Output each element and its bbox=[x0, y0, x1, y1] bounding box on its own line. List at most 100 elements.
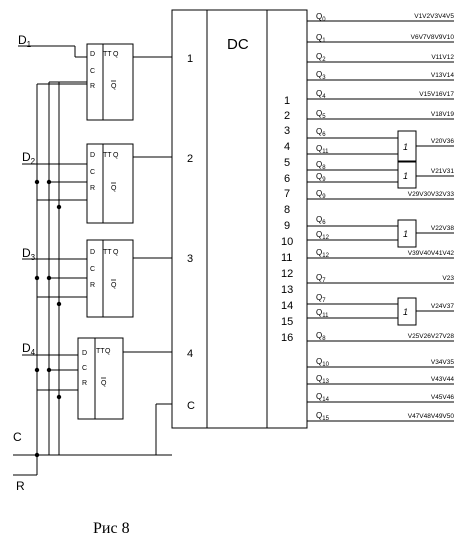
ff4-c-pin: C bbox=[82, 365, 87, 372]
decoder-out-1: 1 bbox=[284, 95, 290, 107]
decoder-out-12: 12 bbox=[281, 268, 293, 280]
flipflop-3: D TT Q C R Q bbox=[90, 249, 119, 289]
d3-label: D3 bbox=[22, 246, 36, 262]
or-gate-symbol: 1 bbox=[403, 142, 408, 152]
decoder-out-14: 14 bbox=[281, 300, 293, 312]
signal-label: V1V2V3V4V5 bbox=[414, 13, 454, 20]
decoder-out-11: 11 bbox=[281, 252, 292, 264]
ff2-tt-pin: TT bbox=[103, 152, 112, 159]
q-label: Q12 bbox=[316, 248, 330, 259]
flipflop-4: D TT Q C R Q bbox=[82, 348, 111, 387]
decoder-out-9: 9 bbox=[284, 220, 290, 232]
decoder-box bbox=[171, 9, 308, 429]
decoder-out-16: 16 bbox=[281, 332, 293, 344]
q-label: Q10 bbox=[316, 357, 330, 368]
ff3-c-pin: C bbox=[90, 266, 95, 273]
q-label: Q3 bbox=[316, 70, 326, 81]
signal-label: V15V16V17 bbox=[419, 91, 454, 98]
or-signal-label: V24V37 bbox=[431, 303, 455, 310]
output-signal-labels: V1V2V3V4V5 V6V7V8V9V10 V11V12 V13V14 V15… bbox=[408, 13, 455, 420]
signal-label: V43V44 bbox=[431, 376, 455, 383]
decoder-title: DC bbox=[227, 36, 249, 53]
or-signal-label: V21V31 bbox=[431, 168, 455, 175]
ff2-q-pin: Q bbox=[113, 152, 119, 159]
q-label: Q6 bbox=[316, 127, 326, 138]
ff3-tt-pin: TT bbox=[103, 249, 112, 256]
or-gate-symbol: 1 bbox=[403, 229, 408, 239]
signal-label: V18V19 bbox=[431, 111, 455, 118]
flipflop-1: D TT Q C R Q bbox=[90, 51, 119, 90]
or-gate bbox=[397, 161, 417, 189]
junction-dots bbox=[34, 179, 62, 458]
ff1-r-pin: R bbox=[90, 83, 95, 90]
or-gate-symbol: 1 bbox=[403, 307, 408, 317]
d-input-labels: D1 D2 D3 D4 bbox=[18, 33, 36, 357]
q-label: Q5 bbox=[316, 109, 326, 120]
q-label: Q8 bbox=[316, 160, 326, 171]
signal-label: V47V48V49V50 bbox=[408, 413, 455, 420]
q-label: Q12 bbox=[316, 230, 330, 241]
ff4-r-pin: R bbox=[82, 380, 87, 387]
signal-label: V45V46 bbox=[431, 394, 455, 401]
c-input-label: C bbox=[13, 430, 22, 444]
decoder-input-c: C bbox=[187, 400, 195, 412]
q-label: Q11 bbox=[316, 144, 329, 155]
signal-label: V34V35 bbox=[431, 359, 455, 366]
q-label: Q13 bbox=[316, 374, 330, 385]
or-signal-label: V20V36 bbox=[431, 138, 455, 145]
decoder-out-5: 5 bbox=[284, 157, 290, 169]
signal-label: V6V7V8V9V10 bbox=[411, 34, 455, 41]
q-label: Q6 bbox=[316, 215, 326, 226]
signal-label: V23 bbox=[442, 275, 454, 282]
flipflop-dividers bbox=[94, 44, 104, 419]
decoder-out-3: 3 bbox=[284, 125, 290, 137]
decoder-out-4: 4 bbox=[284, 141, 290, 153]
or-gates: 1 1 1 1 bbox=[397, 130, 417, 326]
ff2-qbar-pin: Q bbox=[111, 185, 117, 192]
ff3-d-pin: D bbox=[90, 249, 95, 256]
q-label: Q2 bbox=[316, 52, 326, 63]
decoder-input-1: 1 bbox=[187, 53, 193, 65]
decoder-out-2: 2 bbox=[284, 110, 290, 122]
figure-caption: Рис 8 bbox=[93, 520, 130, 537]
q-label: Q11 bbox=[316, 308, 329, 319]
q-label: Q9 bbox=[316, 189, 326, 200]
q-label: Q1 bbox=[316, 33, 326, 44]
or-gate bbox=[397, 297, 417, 326]
or-gate bbox=[397, 219, 417, 248]
signal-label: V29V30V32V33 bbox=[408, 191, 455, 198]
decoder-out-7: 7 bbox=[284, 188, 290, 200]
ff3-r-pin: R bbox=[90, 282, 95, 289]
q-label: Q9 bbox=[316, 172, 326, 183]
q-label: Q14 bbox=[316, 392, 330, 403]
ff2-c-pin: C bbox=[90, 169, 95, 176]
q-label: Q7 bbox=[316, 293, 326, 304]
signal-label: V25V26V27V28 bbox=[408, 333, 455, 340]
decoder-out-8: 8 bbox=[284, 204, 290, 216]
signal-label: V39V40V41V42 bbox=[408, 250, 455, 257]
d2-label: D2 bbox=[22, 150, 36, 166]
q-label: Q8 bbox=[316, 331, 326, 342]
or-gate bbox=[397, 130, 417, 162]
wires bbox=[13, 20, 454, 476]
ff4-d-pin: D bbox=[82, 350, 87, 357]
decoder-inputs: 1 2 3 4 C bbox=[187, 53, 195, 412]
ff3-qbar-pin: Q bbox=[111, 282, 117, 289]
flipflop-2: D TT Q C R Q bbox=[90, 152, 119, 192]
ff1-c-pin: C bbox=[90, 68, 95, 75]
ff1-tt-pin: TT bbox=[103, 51, 112, 58]
decoder-out-6: 6 bbox=[284, 173, 290, 185]
decoder-out-15: 15 bbox=[281, 316, 293, 328]
decoder-input-3: 3 bbox=[187, 253, 193, 265]
signal-label: V11V12 bbox=[431, 54, 454, 61]
ff4-tt-pin: TT bbox=[96, 348, 105, 355]
ff2-r-pin: R bbox=[90, 185, 95, 192]
decoder-out-13: 13 bbox=[281, 284, 293, 296]
q-label: Q7 bbox=[316, 273, 326, 284]
ff1-d-pin: D bbox=[90, 51, 95, 58]
d4-label: D4 bbox=[22, 341, 36, 357]
decoder-input-4: 4 bbox=[187, 348, 193, 360]
ff2-d-pin: D bbox=[90, 152, 95, 159]
q-output-labels: Q0 Q1 Q2 Q3 Q4 Q5 Q6 Q11 Q8 Q9 Q9 Q6 Q12… bbox=[316, 12, 330, 422]
